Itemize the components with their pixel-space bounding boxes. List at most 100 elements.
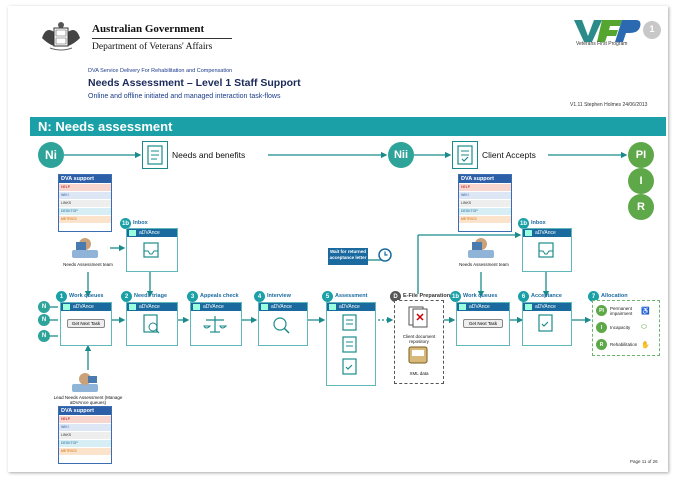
- dva-row-links[interactable]: LINKS: [59, 431, 111, 439]
- step-number: D: [390, 291, 401, 302]
- team-person-icon: [70, 236, 100, 260]
- team-person-icon-right: [466, 236, 496, 260]
- team-right-label: Needs Assessment team: [459, 262, 509, 267]
- get-next-task-button[interactable]: Get Next Task: [67, 319, 105, 328]
- step-box-needs-triage[interactable]: aDVAnce: [126, 302, 178, 346]
- client-accepts-label: Client Accepts: [482, 150, 536, 160]
- dva-support-title: DVA support: [459, 175, 511, 183]
- step-box-work-queues-right[interactable]: aDVAnce Get Next Task: [456, 302, 510, 346]
- wait-acceptance-box: Wait for returned acceptance letter: [328, 248, 368, 265]
- document-stack-icon: [408, 306, 428, 328]
- dva-row-links[interactable]: LINKS: [59, 199, 111, 207]
- advance-bar: aDVAnce: [327, 303, 375, 311]
- dva-row-wiki[interactable]: WIKI: [59, 191, 111, 199]
- outcome-pi: PI: [628, 142, 654, 168]
- department-name: Department of Veterans' Affairs: [92, 42, 213, 52]
- wheelchair-icon: ♿: [641, 307, 650, 315]
- clock-icon: [378, 248, 392, 262]
- client-accepts-icon: [452, 141, 478, 169]
- step-label: Work queues: [463, 293, 498, 299]
- step-box-inbox[interactable]: aDVAnce: [126, 228, 178, 272]
- advance-bar: aDVAnce: [127, 229, 177, 237]
- interview-icon: [273, 317, 290, 334]
- step-number: 1b: [450, 291, 461, 302]
- triage-icon: [143, 314, 160, 334]
- assessment-icons: [342, 314, 357, 375]
- xml-data-label: XML data: [409, 371, 429, 376]
- vfp-logo-badge: 1: [649, 24, 655, 34]
- version-info: V1.11 Stephen Holmes 24/06/2013: [570, 102, 648, 108]
- input-node: N: [38, 330, 50, 342]
- dva-row-help[interactable]: HELP: [59, 415, 111, 423]
- step-box-acceptance[interactable]: aDVAnce: [522, 302, 572, 346]
- pill-icon: ⬭: [641, 323, 647, 331]
- government-name: Australian Government: [92, 23, 205, 35]
- dva-row-desktop[interactable]: DESKTOP: [59, 439, 111, 447]
- vfp-logo: [572, 18, 664, 48]
- section-band: N: Needs assessment: [30, 117, 666, 136]
- handshake-icon: ✋: [641, 341, 650, 349]
- step-box-work-queues[interactable]: aDVAnce Get Next Task: [60, 302, 112, 346]
- step-label: Assessment: [335, 293, 368, 299]
- service-line: DVA Service Delivery For Rehabilitation …: [88, 68, 233, 74]
- dva-support-panel-right: DVA support HELP WIKI LINKS DESKTOP METR…: [458, 174, 512, 232]
- needs-benefits-icon: [142, 141, 168, 169]
- dva-row-metrics[interactable]: METRICS: [459, 215, 511, 223]
- dva-support-title: DVA support: [59, 407, 111, 415]
- allocation-panel: PI Permanent impairment ♿ I Incapacity ⬭…: [592, 300, 660, 356]
- outcome-r: R: [628, 194, 654, 220]
- acceptance-icon: [538, 314, 553, 332]
- step-label: E-File Preparation: [403, 293, 451, 299]
- dva-row-wiki[interactable]: WIKI: [459, 191, 511, 199]
- dva-support-panel: DVA support HELP WIKI LINKS DESKTOP METR…: [58, 174, 112, 232]
- step-box-interview[interactable]: aDVAnce: [258, 302, 308, 346]
- advance-bar: aDVAnce: [523, 229, 571, 237]
- dva-row-desktop[interactable]: DESKTOP: [59, 207, 111, 215]
- dva-row-metrics[interactable]: METRICS: [59, 215, 111, 223]
- step-number: 3: [187, 291, 198, 302]
- step-number: 7: [588, 291, 599, 302]
- step-label: Needs triage: [134, 293, 168, 299]
- dva-row-wiki[interactable]: WIKI: [59, 423, 111, 431]
- lead-person-icon: [70, 372, 100, 394]
- step-number: 1b: [518, 218, 529, 229]
- alloc-code: R: [596, 339, 607, 350]
- inbox-icon: [143, 242, 159, 258]
- allocation-item: I Incapacity ⬭: [596, 322, 647, 333]
- input-node: N: [38, 301, 50, 313]
- step-number: 1b: [120, 218, 131, 229]
- step-box-appeals-check[interactable]: aDVAnce: [190, 302, 242, 346]
- database-icon: [408, 346, 428, 364]
- advance-bar: aDVAnce: [191, 303, 241, 311]
- dva-row-desktop[interactable]: DESKTOP: [459, 207, 511, 215]
- needs-benefits-label: Needs and benefits: [172, 150, 246, 160]
- alloc-label: Permanent impairment: [610, 305, 633, 316]
- advance-bar: aDVAnce: [457, 303, 509, 311]
- dva-row-links[interactable]: LINKS: [459, 199, 511, 207]
- dva-row-help[interactable]: HELP: [459, 183, 511, 191]
- dva-support-title: DVA support: [59, 175, 111, 183]
- header-divider: [92, 38, 232, 39]
- step-number: 4: [254, 291, 265, 302]
- step-box-inbox-right[interactable]: aDVAnce: [522, 228, 572, 272]
- advance-bar: aDVAnce: [523, 303, 571, 311]
- allocation-item: PI Permanent impairment ♿: [596, 305, 650, 316]
- advance-bar: aDVAnce: [61, 303, 111, 311]
- alloc-label: Rehabilitation: [610, 342, 638, 347]
- dva-row-metrics[interactable]: METRICS: [59, 447, 111, 455]
- allocation-item: R Rehabilitation ✋: [596, 339, 650, 350]
- scales-icon: [203, 316, 228, 333]
- outcome-i: I: [628, 168, 654, 194]
- step-label: Inbox: [133, 220, 148, 226]
- step-number: 1: [56, 291, 67, 302]
- step-box-efile[interactable]: Client document repository XML data: [394, 300, 444, 384]
- step-number: 5: [322, 291, 333, 302]
- step-label: Acceptance: [531, 293, 562, 299]
- alloc-label: Incapacity: [610, 325, 631, 330]
- step-box-assessment[interactable]: aDVAnce: [326, 302, 376, 386]
- dva-row-help[interactable]: HELP: [59, 183, 111, 191]
- get-next-task-button[interactable]: Get Next Task: [463, 319, 503, 328]
- page-subtitle: Online and offline initiated and managed…: [88, 93, 281, 100]
- page-title: Needs Assessment – Level 1 Staff Support: [88, 77, 301, 89]
- coat-of-arms: [38, 20, 84, 52]
